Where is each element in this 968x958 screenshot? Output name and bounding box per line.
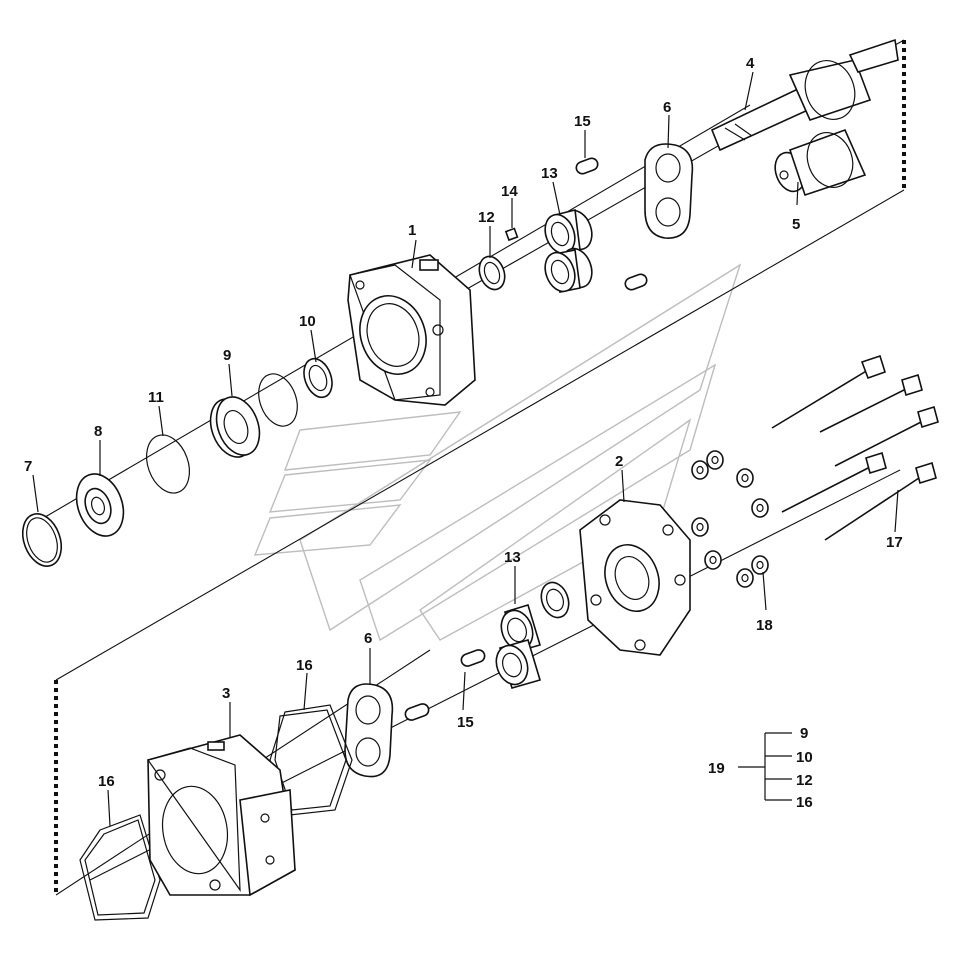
kit-number: 19 <box>708 760 725 777</box>
callout-7: 7 <box>24 458 32 475</box>
callout-18: 18 <box>756 617 773 634</box>
callout-17: 17 <box>886 534 903 551</box>
callout-4: 4 <box>746 55 755 72</box>
callout-16-lower: 16 <box>98 773 115 790</box>
callout-15-lower: 15 <box>457 714 474 731</box>
retaining-ring-part <box>21 513 63 567</box>
callout-5: 5 <box>792 216 800 233</box>
dowel-pin-lower-part <box>404 649 486 721</box>
callout-10: 10 <box>299 313 316 330</box>
kit-item: 16 <box>796 794 813 811</box>
pin-part <box>504 227 519 242</box>
callout-6-lower: 6 <box>364 630 372 647</box>
callout-13-lower: 13 <box>504 549 521 566</box>
ball-bearing-part <box>75 473 125 537</box>
kit-item: 9 <box>800 725 808 742</box>
drive-gear-shaft-part <box>710 38 899 152</box>
callout-16-upper: 16 <box>296 657 313 674</box>
kit-item: 12 <box>796 772 813 789</box>
dowel-pin-upper-part <box>575 157 648 291</box>
bearing-plate-upper-part <box>644 143 694 239</box>
o-ring-part <box>145 434 191 494</box>
callout-15-upper: 15 <box>574 113 591 130</box>
callout-2: 2 <box>615 453 623 470</box>
needle-bearing-upper-part <box>544 209 593 293</box>
shaft-seal-part <box>209 396 261 458</box>
callout-leaders <box>32 71 899 827</box>
rear-cover-part <box>579 499 691 656</box>
callout-9: 9 <box>223 347 231 364</box>
driven-gear-part <box>774 128 867 197</box>
callout-11: 11 <box>148 389 164 406</box>
kit-item: 10 <box>796 749 813 766</box>
o-ring-12-part <box>478 255 506 291</box>
callout-12: 12 <box>478 209 495 226</box>
bearing-plate-lower-part <box>344 683 394 778</box>
callout-3: 3 <box>222 685 230 702</box>
callout-13-upper: 13 <box>541 165 558 182</box>
callout-14: 14 <box>501 183 518 200</box>
needle-bearing-lower-part <box>495 581 570 689</box>
callout-6-upper: 6 <box>663 99 671 116</box>
kit-legend: 19 9 10 12 16 <box>708 725 813 811</box>
mounting-flange-part <box>347 254 476 406</box>
callout-8: 8 <box>94 423 102 440</box>
pump-body-part <box>147 734 296 897</box>
backup-ring-part <box>258 357 333 427</box>
callout-labels: 1 2 3 4 5 6 6 7 8 9 10 11 12 13 13 14 15… <box>24 55 903 790</box>
washer-part <box>691 450 769 588</box>
callout-1: 1 <box>408 222 416 239</box>
gasket-part <box>79 704 353 921</box>
bolt-part <box>771 354 939 541</box>
